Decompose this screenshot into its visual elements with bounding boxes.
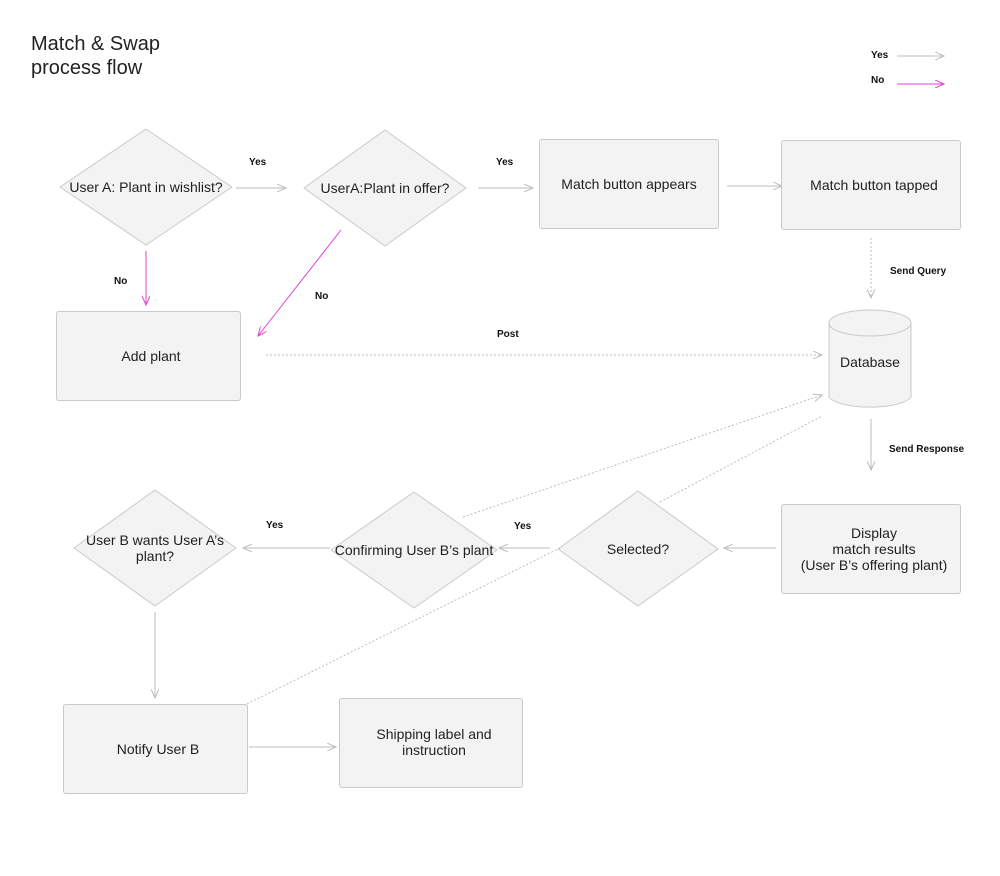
text-database: Database: [840, 354, 900, 370]
node-match-button-appears: [539, 139, 719, 229]
node-notify-user-b: [63, 704, 248, 794]
label-send-response: Send Response: [889, 444, 965, 455]
text-shipping-label: Shipping label and instruction: [376, 726, 492, 758]
node-add-plant: [56, 311, 241, 401]
text-notify-user-b: Notify User B: [116, 741, 200, 757]
edge-confirming-to-database: [462, 395, 822, 518]
diagram-title: Match & Swap process flow: [31, 33, 160, 79]
label-confirming-to-user-b-wants: Yes: [266, 520, 284, 531]
database-cylinder-top: [828, 309, 912, 337]
diamond-user-b-wants: [73, 489, 237, 607]
text-plant-in-wishlist: User A: Plant in wishlist?: [69, 179, 223, 195]
diamond-confirming-user-b-plant: [330, 491, 498, 609]
node-match-button-tapped: [781, 140, 961, 230]
label-offer-to-match-appears: Yes: [496, 157, 514, 168]
edge-offer-to-add-plant: [258, 229, 342, 336]
text-user-b-wants: User B wants User A’s plant?: [86, 532, 224, 564]
legend-no-label: No: [871, 75, 885, 86]
diamond-plant-in-wishlist: [59, 128, 233, 246]
label-post: Post: [497, 329, 519, 340]
label-offer-to-add-plant: No: [315, 291, 329, 302]
text-display-match-results: Display match results (User B’s offering…: [800, 525, 948, 573]
label-wishlist-to-offer: Yes: [249, 157, 267, 168]
text-match-button-appears: Match button appears: [561, 176, 697, 192]
text-add-plant: Add plant: [121, 348, 181, 364]
label-send-query: Send Query: [890, 266, 947, 277]
node-display-match-results: [781, 504, 961, 594]
diamond-selected: [557, 490, 719, 607]
edge-selected-to-database: [659, 415, 823, 503]
legend-yes-label: Yes: [871, 50, 889, 61]
diamond-plant-in-offer: [303, 129, 467, 247]
label-wishlist-to-add-plant: No: [114, 276, 128, 287]
text-plant-in-offer: UserA:Plant in offer?: [320, 180, 450, 196]
text-confirming-user-b-plant: Confirming User B’s plant: [334, 542, 494, 558]
node-shipping-label: [339, 698, 523, 788]
text-match-button-tapped: Match button tapped: [810, 177, 938, 193]
text-selected: Selected?: [606, 541, 670, 557]
database-cylinder: [828, 323, 912, 408]
label-selected-to-confirming: Yes: [514, 521, 532, 532]
